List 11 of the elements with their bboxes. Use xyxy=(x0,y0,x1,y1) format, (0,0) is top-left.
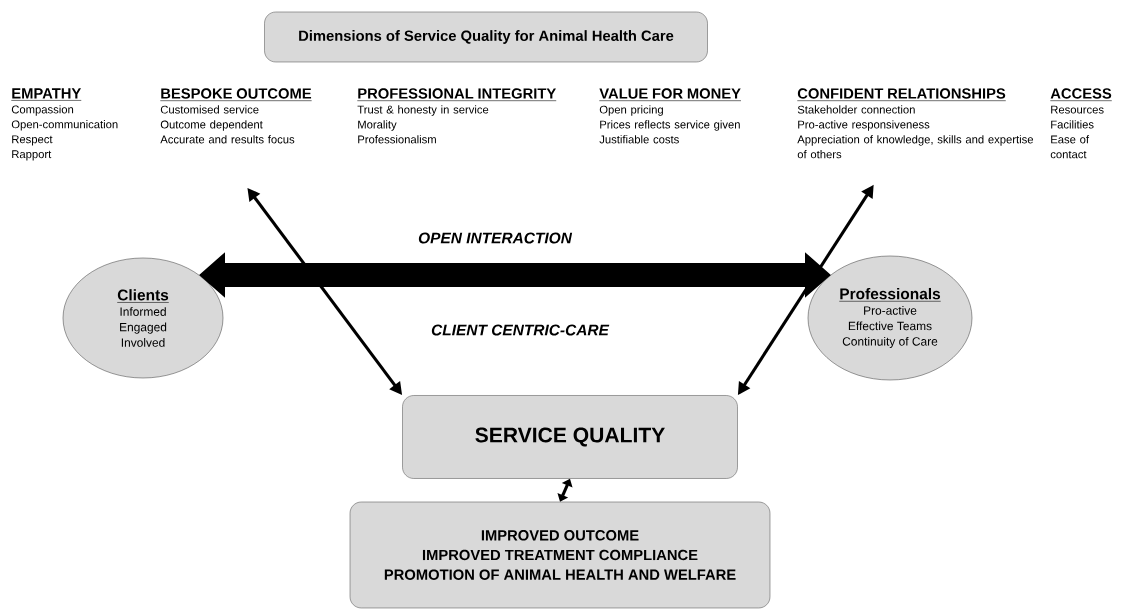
dimension-column: EMPATHY Compassion Open-communication Respect Rapport xyxy=(11,88,118,161)
italic-label: CLIENT CENTRIC-CARE xyxy=(431,324,610,336)
dimension-column: VALUE FOR MONEY Open pricing Prices reflects service given Justifiable costs xyxy=(599,88,742,144)
rounded-box: IMPROVED OUTCOME IMPROVED TREATMENT COMPLIANCE PROMOTION OF ANIMAL HEALTH AND WELFARE xyxy=(349,501,771,609)
rounded-box: SERVICE QUALITY xyxy=(402,395,738,479)
edge-label: OPEN INTERACTION xyxy=(415,229,575,247)
title-box: Dimensions of Service Quality for Animal Health Care xyxy=(264,11,708,63)
dimension-column: PROFESSIONAL INTEGRITY Trust & honesty in service Morality Professionalism xyxy=(357,88,557,144)
dimension-column: BESPOKE OUTCOME Customised service Outcome dependent Accurate and results focus xyxy=(160,88,312,144)
dimension-column: ACCESS Resources Facilities Ease of contact xyxy=(1050,88,1113,159)
dimension-column: CONFIDENT RELATIONSHIPS Stakeholder connection Pro-active responsiveness Appreciation of knowledge, skills and expertise of others xyxy=(797,88,1034,159)
